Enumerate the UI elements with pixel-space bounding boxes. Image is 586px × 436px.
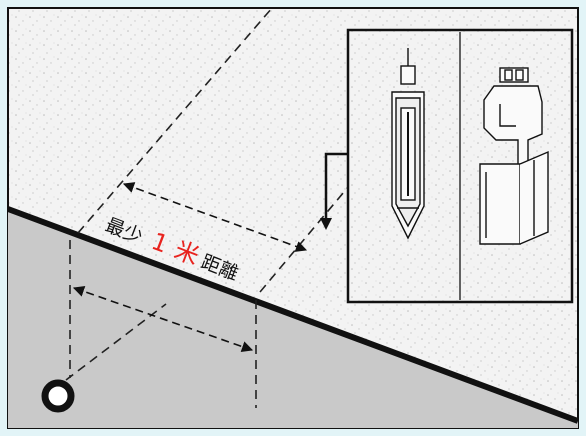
lower-dimension-arrow	[72, 286, 254, 352]
slope-edge	[6, 206, 580, 424]
upper-dimension-arrow	[122, 182, 308, 252]
upper-guides	[77, 7, 355, 293]
conduit-pipe-icon	[41, 379, 75, 413]
connector-bracket-icon	[479, 67, 549, 245]
ground-stake-icon	[391, 48, 425, 240]
callout-line	[324, 152, 350, 226]
callout-arrowhead-icon	[320, 218, 332, 230]
